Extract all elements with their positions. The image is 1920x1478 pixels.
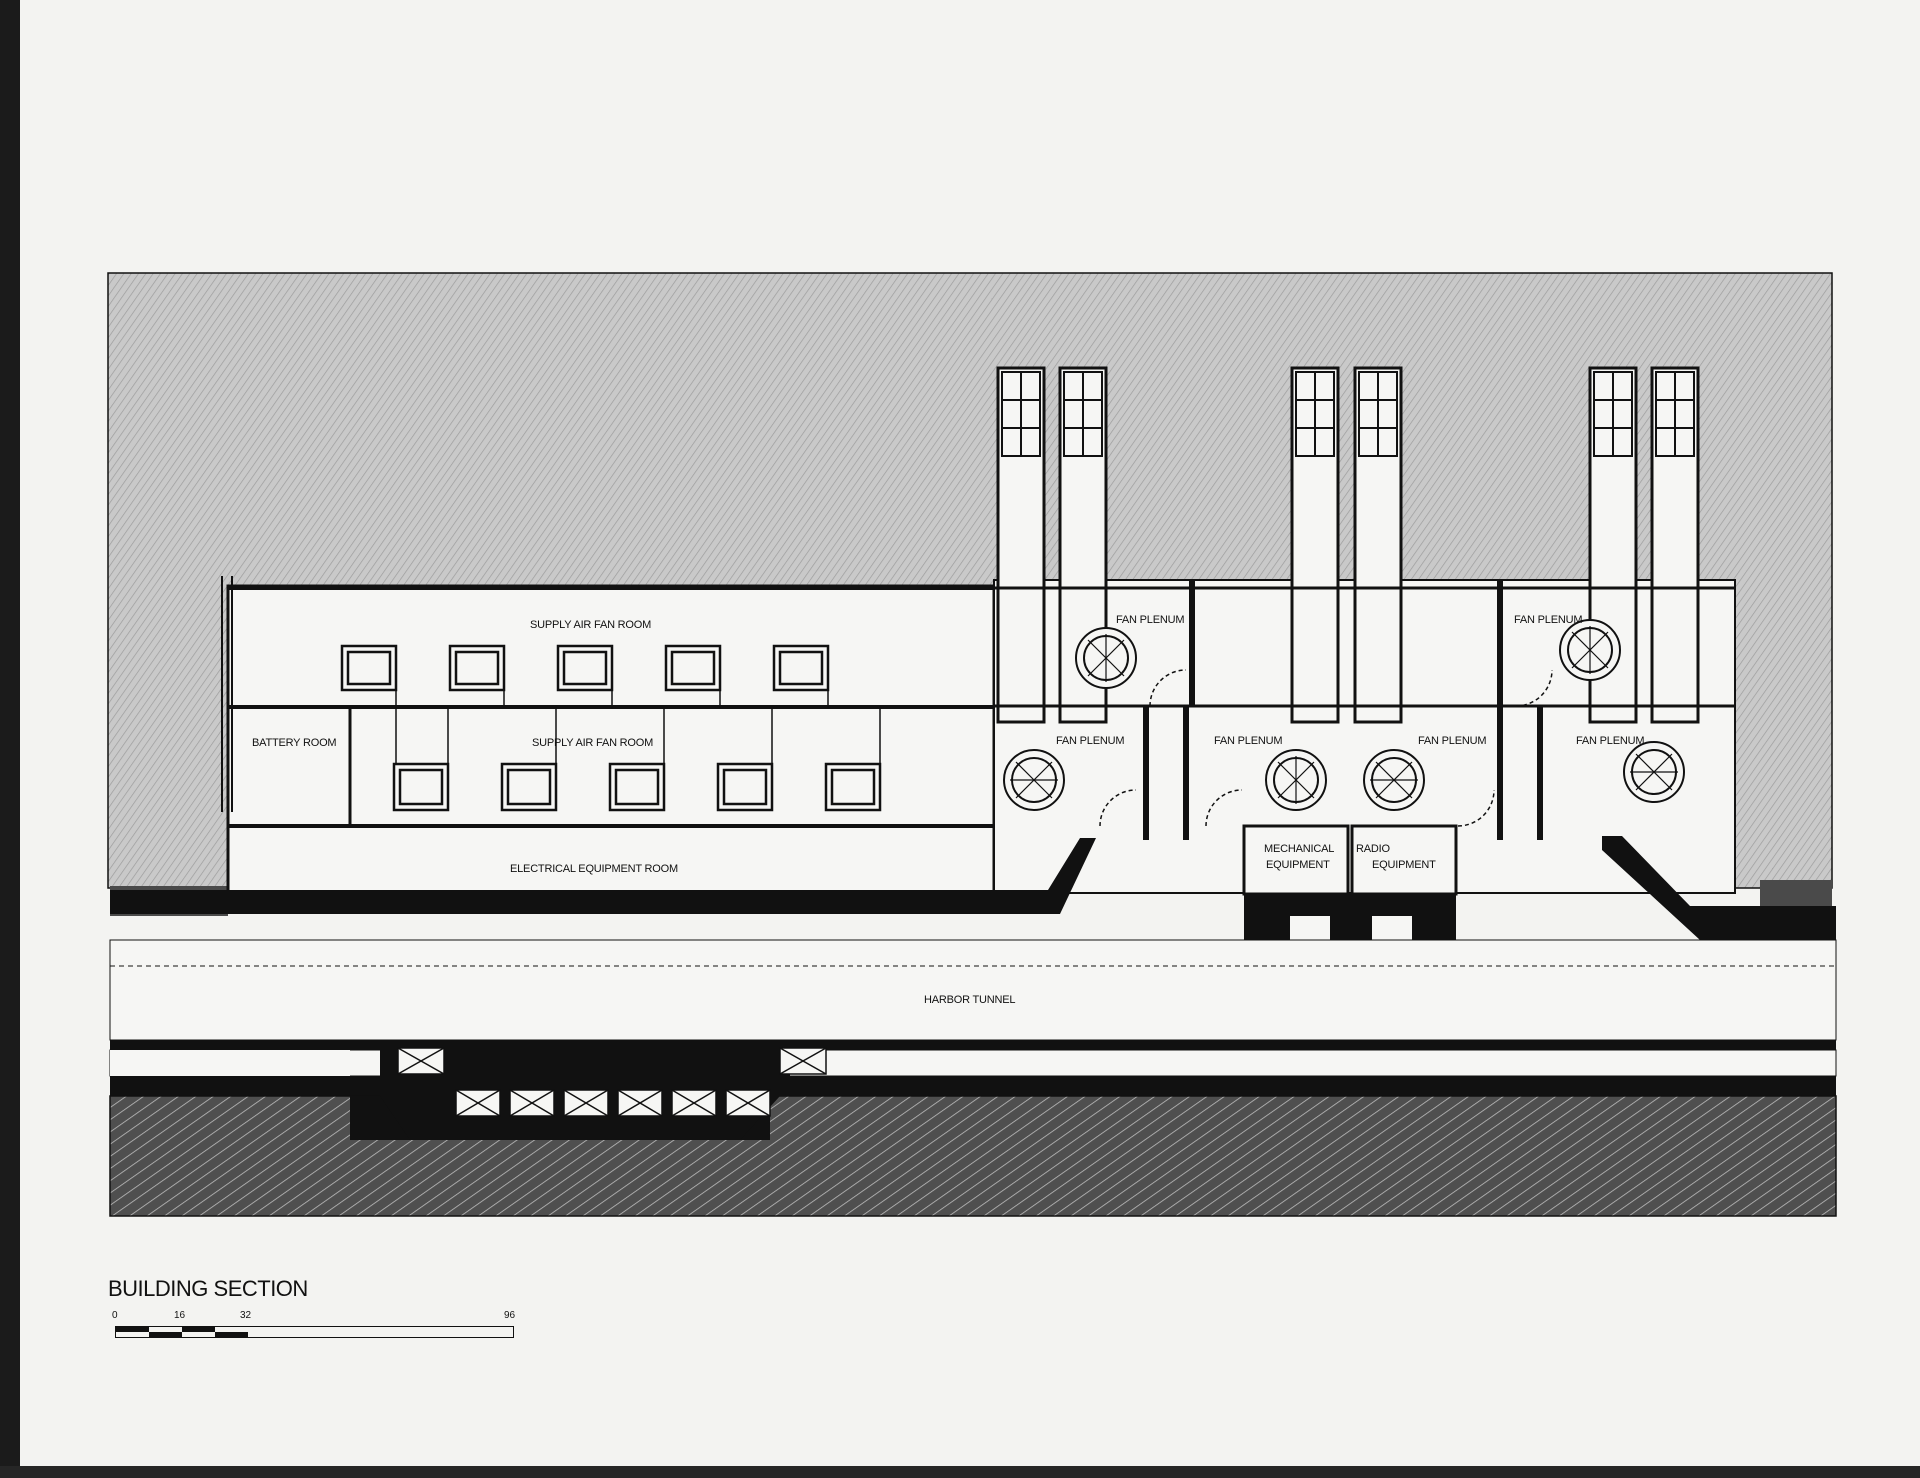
label-harbor-tunnel: HARBOR TUNNEL [924, 994, 1015, 1006]
base-slab-right [1602, 836, 1836, 940]
duct-boxes [397, 1047, 827, 1117]
label-radio-2: EQUIPMENT [1372, 859, 1436, 871]
scale-bar-graphic [115, 1326, 514, 1338]
scale-seg [215, 1332, 248, 1337]
exterior-ladder [221, 576, 233, 812]
label-fan-plenum-lower-3: FAN PLENUM [1418, 735, 1486, 747]
tunnel-floor-fill-left [110, 1050, 350, 1076]
scale-bar: 0 16 32 96 [112, 1310, 524, 1346]
label-fan-plenum-lower-1: FAN PLENUM [1056, 735, 1124, 747]
label-mechanical-1: MECHANICAL [1264, 843, 1334, 855]
scan-border-bottom [0, 1466, 1920, 1478]
connector-ducts [395, 690, 881, 764]
scale-tick-32: 32 [240, 1310, 252, 1321]
label-battery-room: BATTERY ROOM [252, 737, 336, 749]
lower-fan-units [392, 762, 882, 812]
radio-room [1350, 824, 1458, 896]
label-radio-1: RADIO [1356, 843, 1390, 855]
tunnel-floor-strip [109, 1049, 1837, 1077]
floor-slabs [228, 586, 1735, 828]
stack-louvers [1001, 371, 1695, 457]
label-supply-air-fan-room-upper: SUPPLY AIR FAN ROOM [530, 619, 651, 631]
label-fan-plenum-lower-4: FAN PLENUM [1576, 735, 1644, 747]
tunnel-interior [109, 939, 1837, 1041]
label-mechanical-2: EQUIPMENT [1266, 859, 1330, 871]
plenum-walls [1143, 580, 1543, 840]
drawing-title: BUILDING SECTION [108, 1276, 308, 1301]
upper-slab-bar [110, 890, 230, 914]
scan-border-left [0, 0, 20, 1478]
scale-seg [149, 1332, 182, 1337]
label-fan-plenum-lower-2: FAN PLENUM [1214, 735, 1282, 747]
scale-tick-0: 0 [112, 1310, 118, 1321]
label-electrical-equipment-room: ELECTRICAL EQUIPMENT ROOM [510, 863, 678, 875]
building-body-right [993, 579, 1736, 894]
fan-spokes [1010, 626, 1678, 804]
tunnel-roof [110, 1040, 1836, 1050]
label-supply-air-fan-room-lower: SUPPLY AIR FAN ROOM [532, 737, 653, 749]
label-fan-plenum-upper-2: FAN PLENUM [1514, 614, 1582, 626]
label-fan-plenum-upper-1: FAN PLENUM [1116, 614, 1184, 626]
scale-seg [116, 1327, 149, 1332]
mechanical-room [1242, 824, 1350, 896]
scale-tick-96: 96 [504, 1310, 516, 1321]
tunnel-roadbed [110, 1076, 1836, 1096]
scale-seg [182, 1327, 215, 1332]
door-swings [1099, 669, 1553, 827]
base-slab-left [110, 838, 1096, 914]
upper-fan-units [340, 644, 830, 692]
scale-tick-16: 16 [174, 1310, 186, 1321]
